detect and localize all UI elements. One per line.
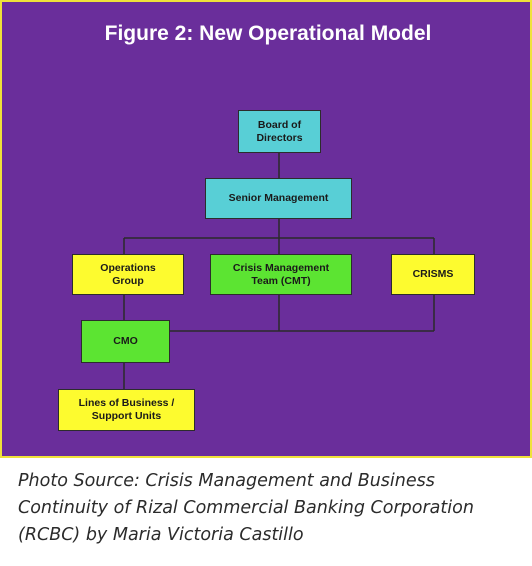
operations-group-label: Operations Group <box>100 261 156 287</box>
cmo-label: CMO <box>113 335 138 348</box>
crisms-box: CRISMS <box>391 254 475 295</box>
cmt-box: Crisis Management Team (CMT) <box>210 254 352 295</box>
board-of-directors-label: Board of Directors <box>256 118 303 144</box>
operations-group-box: Operations Group <box>72 254 184 295</box>
cmo-box: CMO <box>81 320 170 363</box>
senior-management-box: Senior Management <box>205 178 352 219</box>
org-chart-figure: Figure 2: New Operational Model Board of… <box>0 0 532 458</box>
photo-source-caption: Photo Source: Crisis Management and Busi… <box>18 471 474 545</box>
lines-of-business-box: Lines of Business / Support Units <box>58 389 195 431</box>
senior-management-label: Senior Management <box>228 192 329 205</box>
figure-title: Figure 2: New Operational Model <box>104 22 432 45</box>
connector-lines <box>123 153 435 389</box>
cmt-label: Crisis Management Team (CMT) <box>232 261 330 287</box>
lines-of-business-label: Lines of Business / Support Units <box>78 397 175 422</box>
board-of-directors-box: Board of Directors <box>238 110 321 153</box>
crisms-label: CRISMS <box>412 268 454 281</box>
